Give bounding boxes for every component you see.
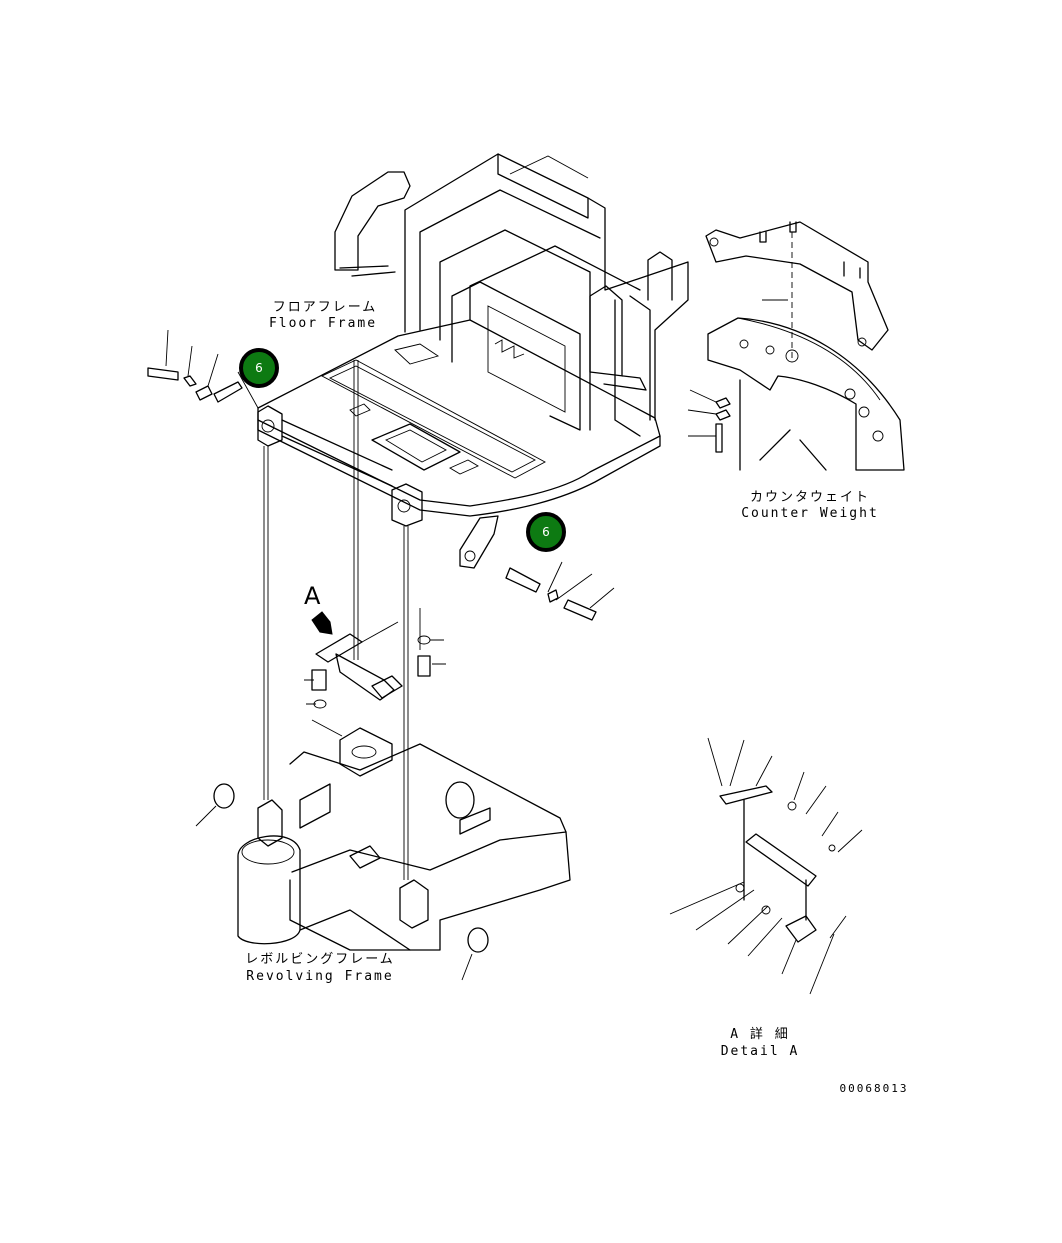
revolving-frame-label-jp: レボルビングフレーム — [245, 952, 395, 967]
revolving-frame — [195, 719, 571, 981]
view-a-marker: A — [304, 582, 321, 610]
bracket-assembly — [304, 608, 446, 709]
detail-a-label-en: Detail A — [720, 1044, 800, 1059]
revolving-frame-label-en: Revolving Frame — [246, 969, 394, 984]
part-callout-6-left[interactable]: 6 — [239, 348, 279, 388]
part-callout-6-right[interactable]: 6 — [526, 512, 566, 552]
counter-weight — [687, 221, 905, 471]
guide-lines — [263, 360, 409, 880]
floor-frame-label-en: Floor Frame — [268, 316, 378, 331]
floor-frame — [147, 153, 689, 621]
detail-a — [669, 737, 863, 995]
drawing-number: 00068013 — [839, 1082, 909, 1095]
floor-frame-label-jp: フロアフレーム — [272, 300, 378, 315]
counter-weight-label-en: Counter Weight — [741, 506, 879, 521]
detail-a-label-jp: A 詳 細 — [730, 1027, 790, 1042]
counter-weight-label-jp: カウンタウェイト — [749, 490, 870, 505]
